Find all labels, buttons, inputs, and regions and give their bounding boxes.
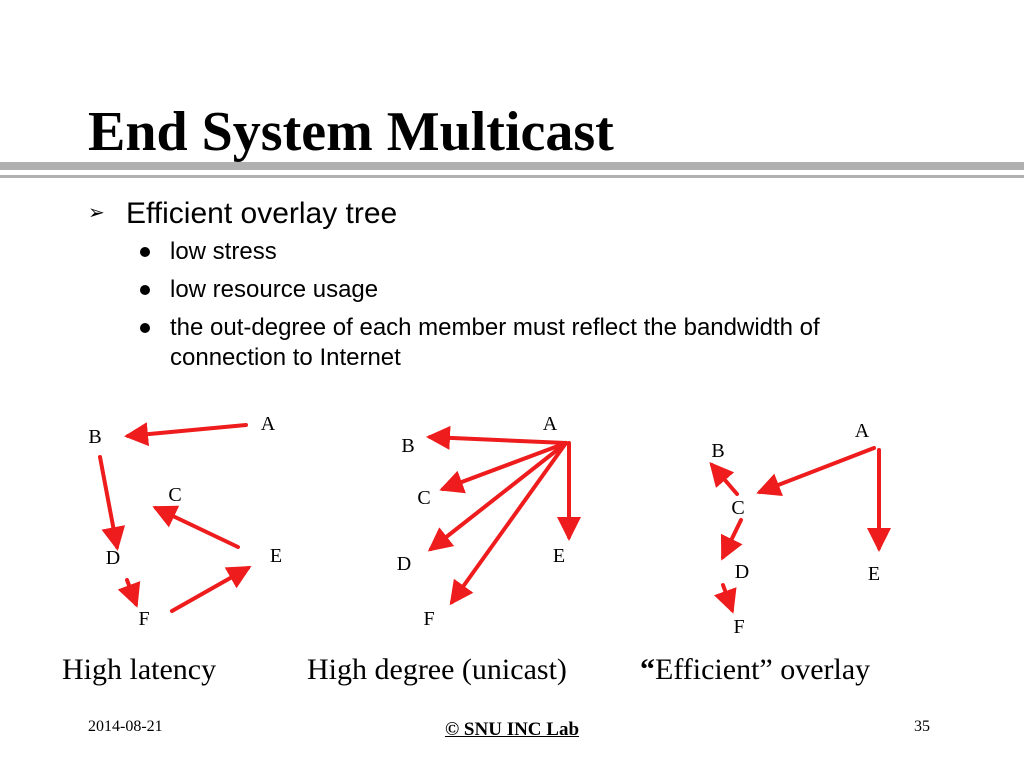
edge-a-to-c <box>756 446 876 496</box>
arrow-bullet-icon: ➢ <box>88 202 105 224</box>
node-c: C <box>417 487 430 509</box>
caption-high-degree: High degree (unicast) <box>307 653 567 686</box>
node-f: F <box>138 608 149 630</box>
caption-open-quote: “ <box>640 653 655 686</box>
edge-f-to-e <box>170 566 252 613</box>
node-d: D <box>106 547 120 569</box>
footer-copyright: © SNU INC Lab <box>0 720 1024 740</box>
node-e: E <box>270 545 282 567</box>
node-d: D <box>397 553 411 575</box>
node-a: A <box>261 413 276 435</box>
bullet-main-text: Efficient overlay tree <box>126 197 398 230</box>
caption-efficient-text: Efficient” overlay <box>655 653 871 686</box>
slide-title: End System Multicast <box>88 101 614 163</box>
sub-bullet-text: low stress <box>170 238 277 265</box>
edge-e-to-c <box>152 505 240 549</box>
footer-copyright-text: © SNU INC Lab <box>444 719 580 740</box>
edge-a-to-b <box>426 425 568 450</box>
node-f: F <box>423 608 434 630</box>
sub-bullet-text: low resource usage <box>170 276 379 303</box>
edge-c-to-b <box>709 461 739 496</box>
node-b: B <box>401 435 414 457</box>
node-a: A <box>855 420 870 442</box>
tree-diagram-2: A B C D E F <box>397 413 581 630</box>
bullet-dot-icon <box>140 323 150 333</box>
node-b: B <box>711 440 724 462</box>
edge-a-to-c <box>439 441 568 494</box>
edge-c-to-d <box>720 518 743 561</box>
node-a: A <box>543 413 558 435</box>
edge-a-to-b <box>124 422 248 447</box>
node-c: C <box>168 484 181 506</box>
bullet-dot-icon <box>140 285 150 295</box>
caption-high-latency: High latency <box>62 653 217 686</box>
tree-diagram-3: A B C D E F <box>709 420 891 638</box>
title-divider-thin <box>0 175 1024 178</box>
tree-diagram-1: A B C D E F <box>88 413 282 630</box>
title-divider-thick <box>0 162 1024 170</box>
node-b: B <box>88 426 101 448</box>
node-e: E <box>868 563 880 585</box>
edge-a-to-d <box>427 441 568 552</box>
footer-date: 2014-08-21 <box>88 718 163 735</box>
node-f: F <box>733 616 744 638</box>
edge-d-to-f <box>117 578 141 608</box>
sub-bullet-text: the out-degree of each member must refle… <box>170 314 820 371</box>
caption-efficient-overlay: “Efficient” overlay <box>640 652 870 688</box>
edge-b-to-d <box>98 455 126 551</box>
footer-page-number: 35 <box>914 718 930 735</box>
edge-a-to-f <box>449 441 568 606</box>
bullet-dot-icon <box>140 247 150 257</box>
node-e: E <box>553 545 565 567</box>
bullet-main: ➢ Efficient overlay tree <box>88 195 397 232</box>
node-c: C <box>731 497 744 519</box>
edge-d-to-f <box>713 583 737 614</box>
node-d: D <box>735 561 749 583</box>
